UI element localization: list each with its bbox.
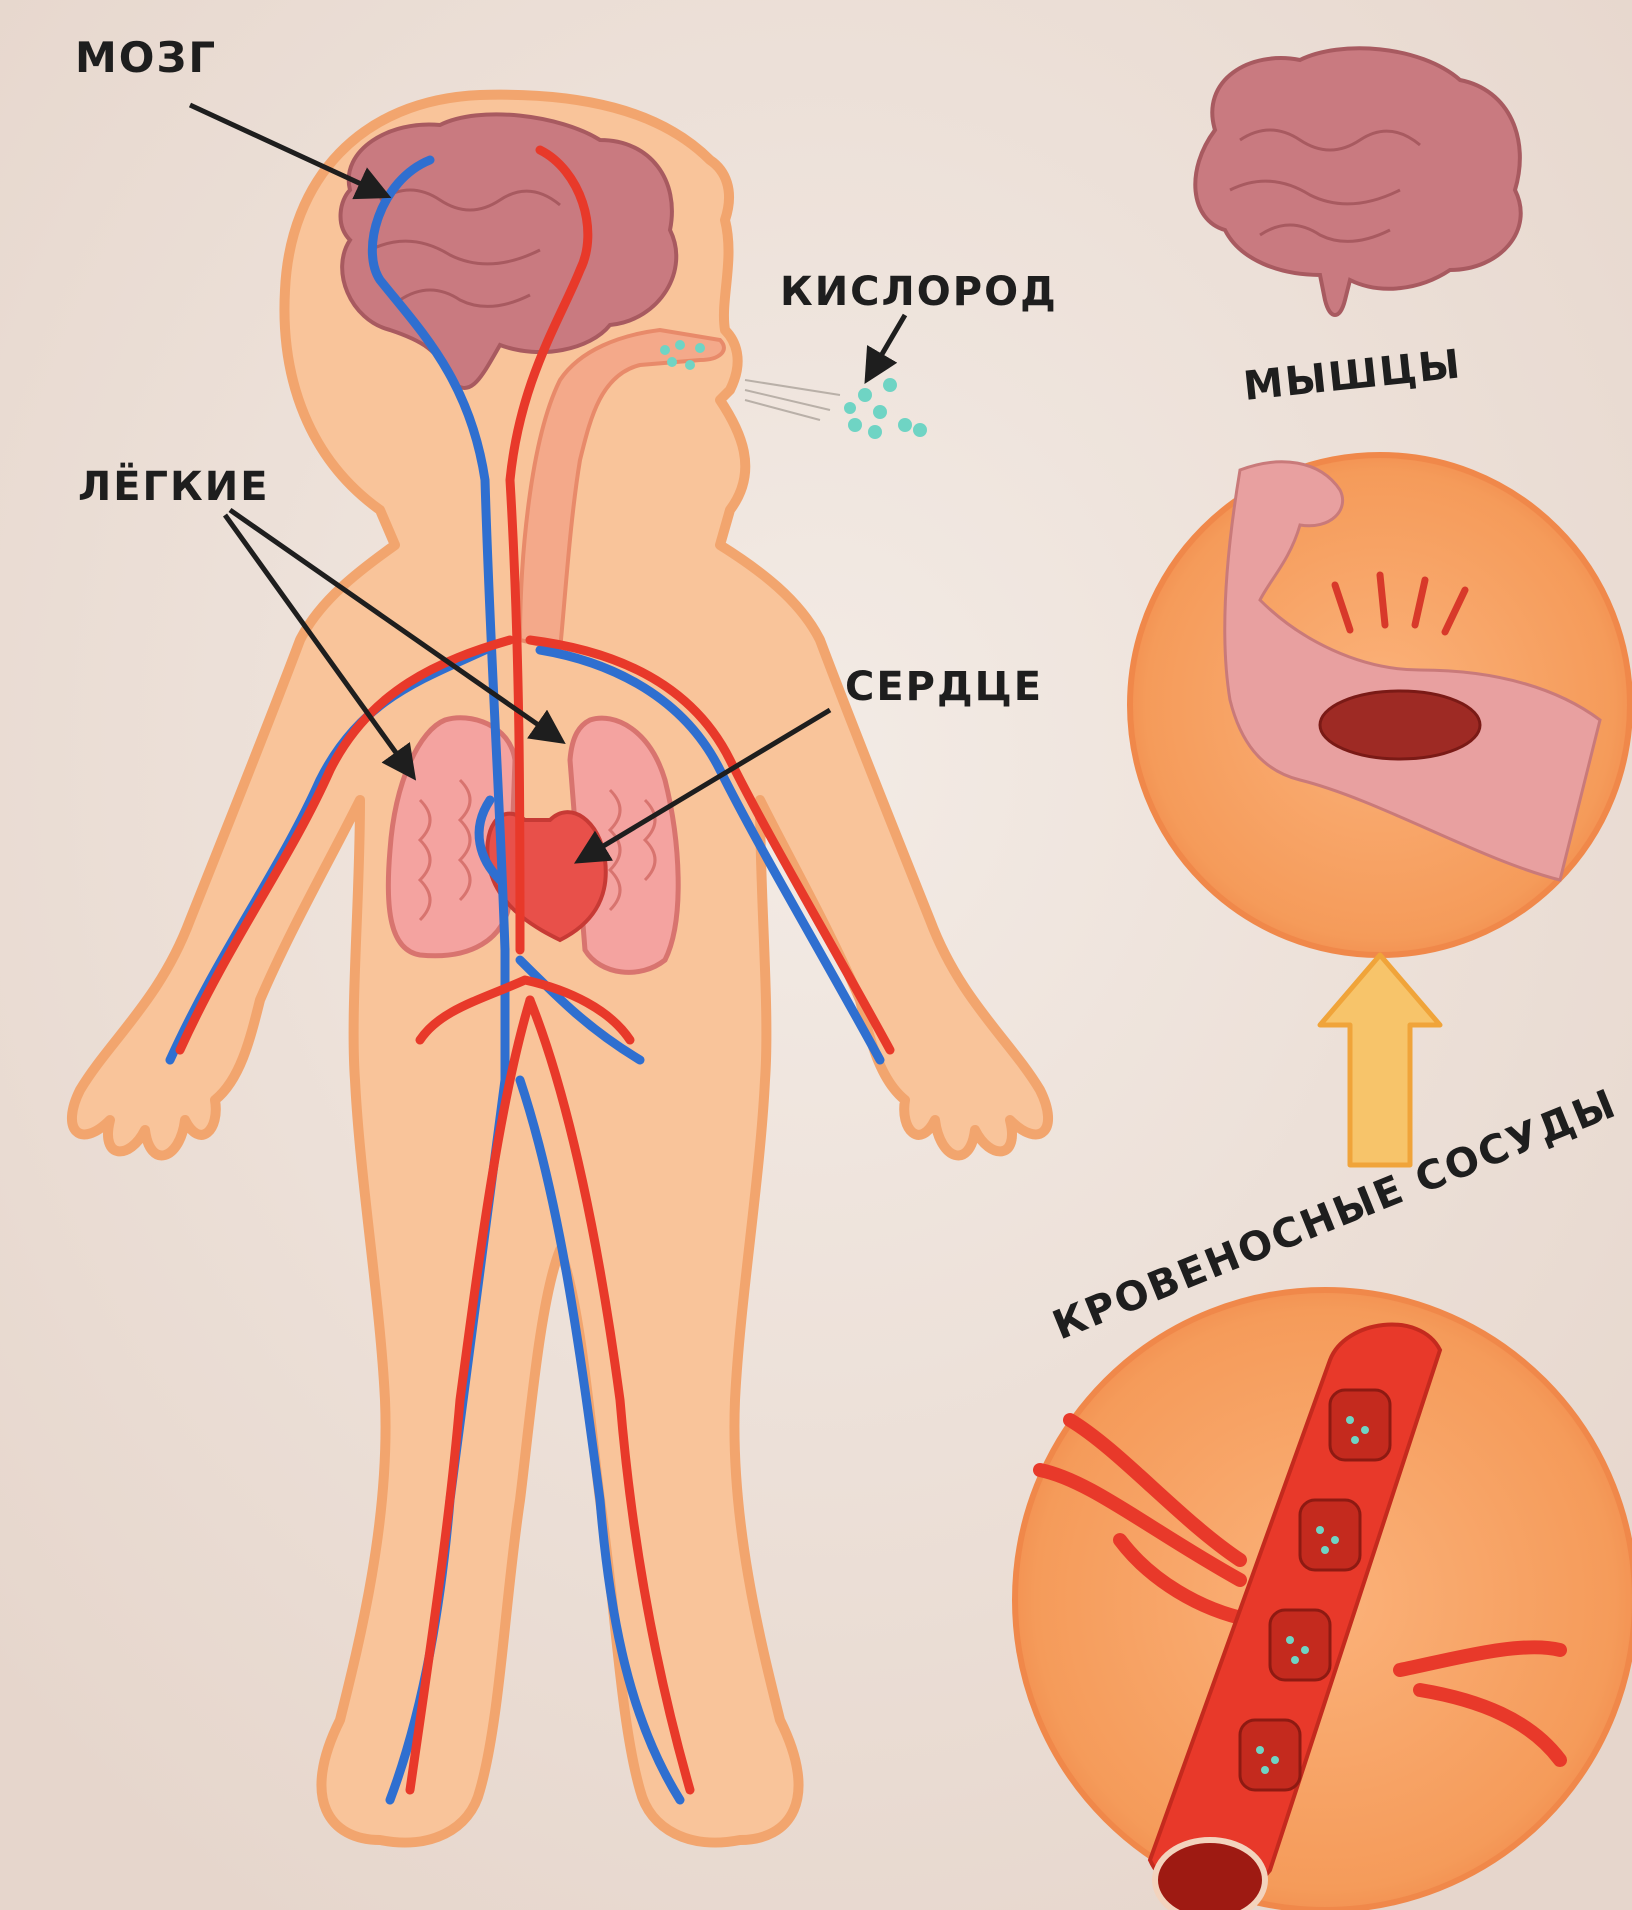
brain-label: МОЗГ (75, 33, 217, 82)
oxygen-label: КИСЛОРОД (780, 269, 1058, 315)
vessels-circle (1015, 1290, 1632, 1910)
muscles-circle (1130, 455, 1630, 955)
heart-label: СЕРДЦЕ (845, 664, 1043, 710)
lungs-label: ЛЁГКИЕ (78, 462, 270, 510)
